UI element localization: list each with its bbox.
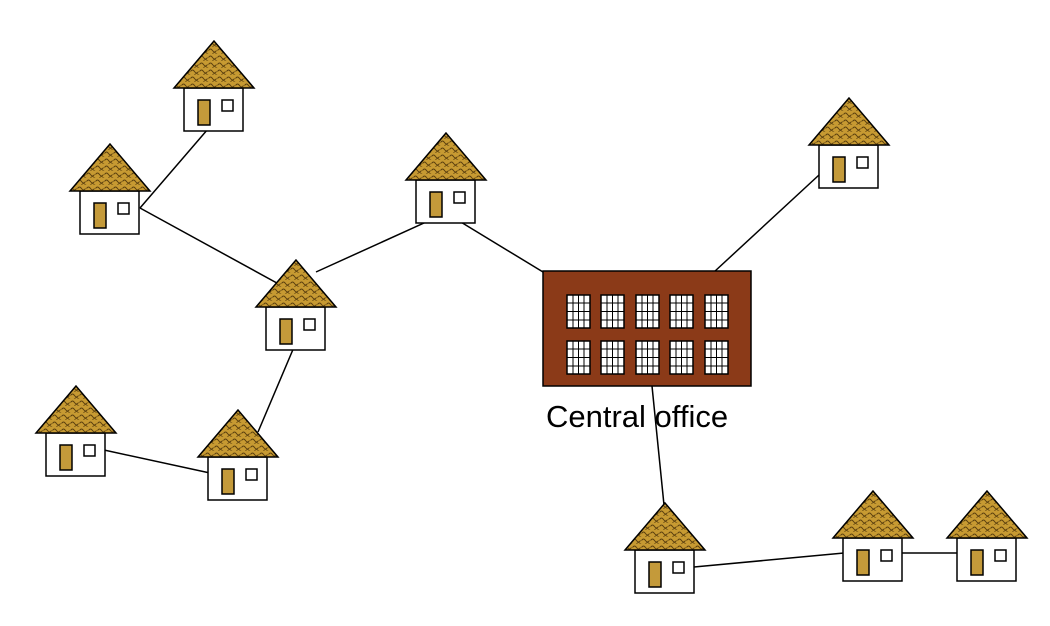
- central-office-building: [542, 270, 752, 387]
- window-icon: [669, 294, 694, 329]
- window-icon: [669, 340, 694, 375]
- link-h5-h6: [257, 339, 298, 433]
- link-h4-office: [713, 162, 833, 273]
- window-icon: [635, 294, 660, 329]
- house-icon: [35, 385, 117, 477]
- link-office-h8: [651, 385, 665, 506]
- house-icon: [69, 143, 151, 235]
- houses: [35, 40, 1028, 594]
- window-icon: [566, 340, 591, 375]
- house-icon: [255, 259, 337, 351]
- window-icon: [600, 294, 625, 329]
- house-icon: [405, 132, 487, 224]
- house-icon: [624, 502, 706, 594]
- house-icon: [808, 97, 890, 189]
- house-icon: [946, 490, 1028, 582]
- link-h2-h5: [139, 207, 287, 289]
- central-office-label: Central office: [546, 399, 728, 434]
- window-icon: [704, 340, 729, 375]
- house-icon: [832, 490, 914, 582]
- window-icon: [635, 340, 660, 375]
- window-icon: [566, 294, 591, 329]
- window-icon: [704, 294, 729, 329]
- house-icon: [173, 40, 255, 132]
- link-h1-h2: [139, 121, 215, 209]
- link-h7-h6: [103, 449, 211, 474]
- window-icon: [600, 340, 625, 375]
- house-icon: [197, 409, 279, 501]
- link-h8-h9: [693, 552, 845, 568]
